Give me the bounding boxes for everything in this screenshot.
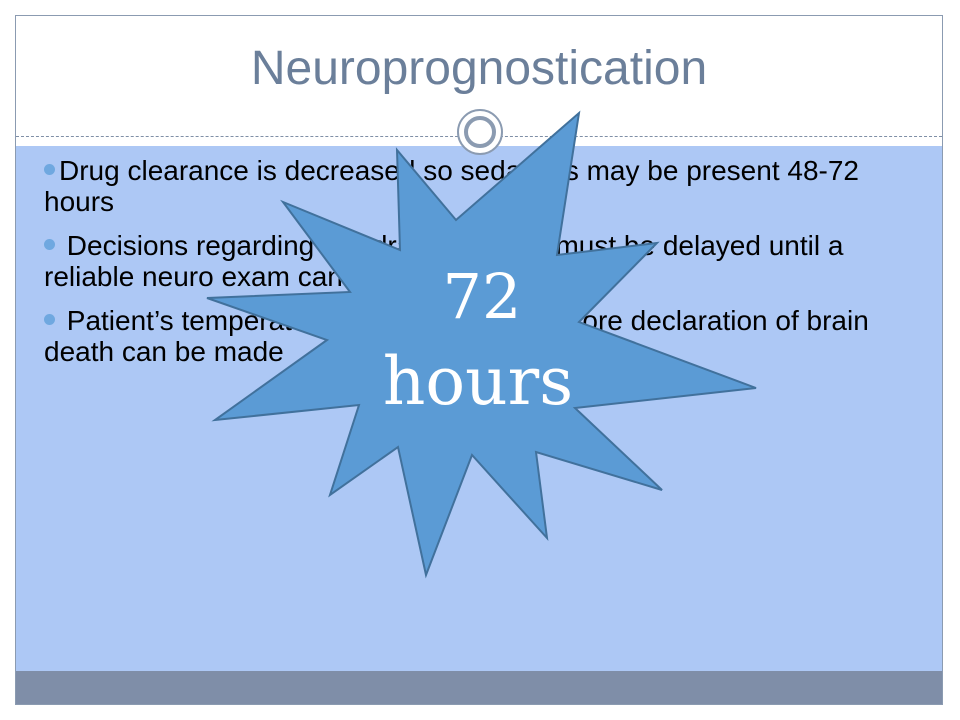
bullet-icon (44, 239, 55, 251)
bullet-list: Drug clearance is decreased so sedatives… (44, 155, 904, 380)
bullet-item-withdrawal: Decisions regarding withdrawal of care m… (44, 230, 904, 292)
slide-title: Neuroprognostication (250, 42, 708, 95)
bullet-text-lead: Decisions regarding withdrawal of care (59, 230, 556, 261)
bullet-icon (44, 164, 55, 176)
circle-ornament-icon (457, 109, 503, 155)
bullet-item-drug-clearance: Drug clearance is decreased so sedatives… (44, 155, 904, 217)
footer-bar (16, 671, 942, 704)
degree-symbol: ° (509, 314, 516, 330)
bullet-item-temperature: Patient’s temperature must be at 35°C be… (44, 305, 904, 367)
bullet-icon (44, 314, 55, 326)
bullet-text-lead: Patient’s temperature must be at 35 (59, 305, 510, 336)
bullet-text: Drug clearance is decreased so sedatives… (44, 155, 859, 217)
bullet-emphasis: must (555, 230, 617, 261)
circle-ornament-inner (464, 116, 496, 148)
